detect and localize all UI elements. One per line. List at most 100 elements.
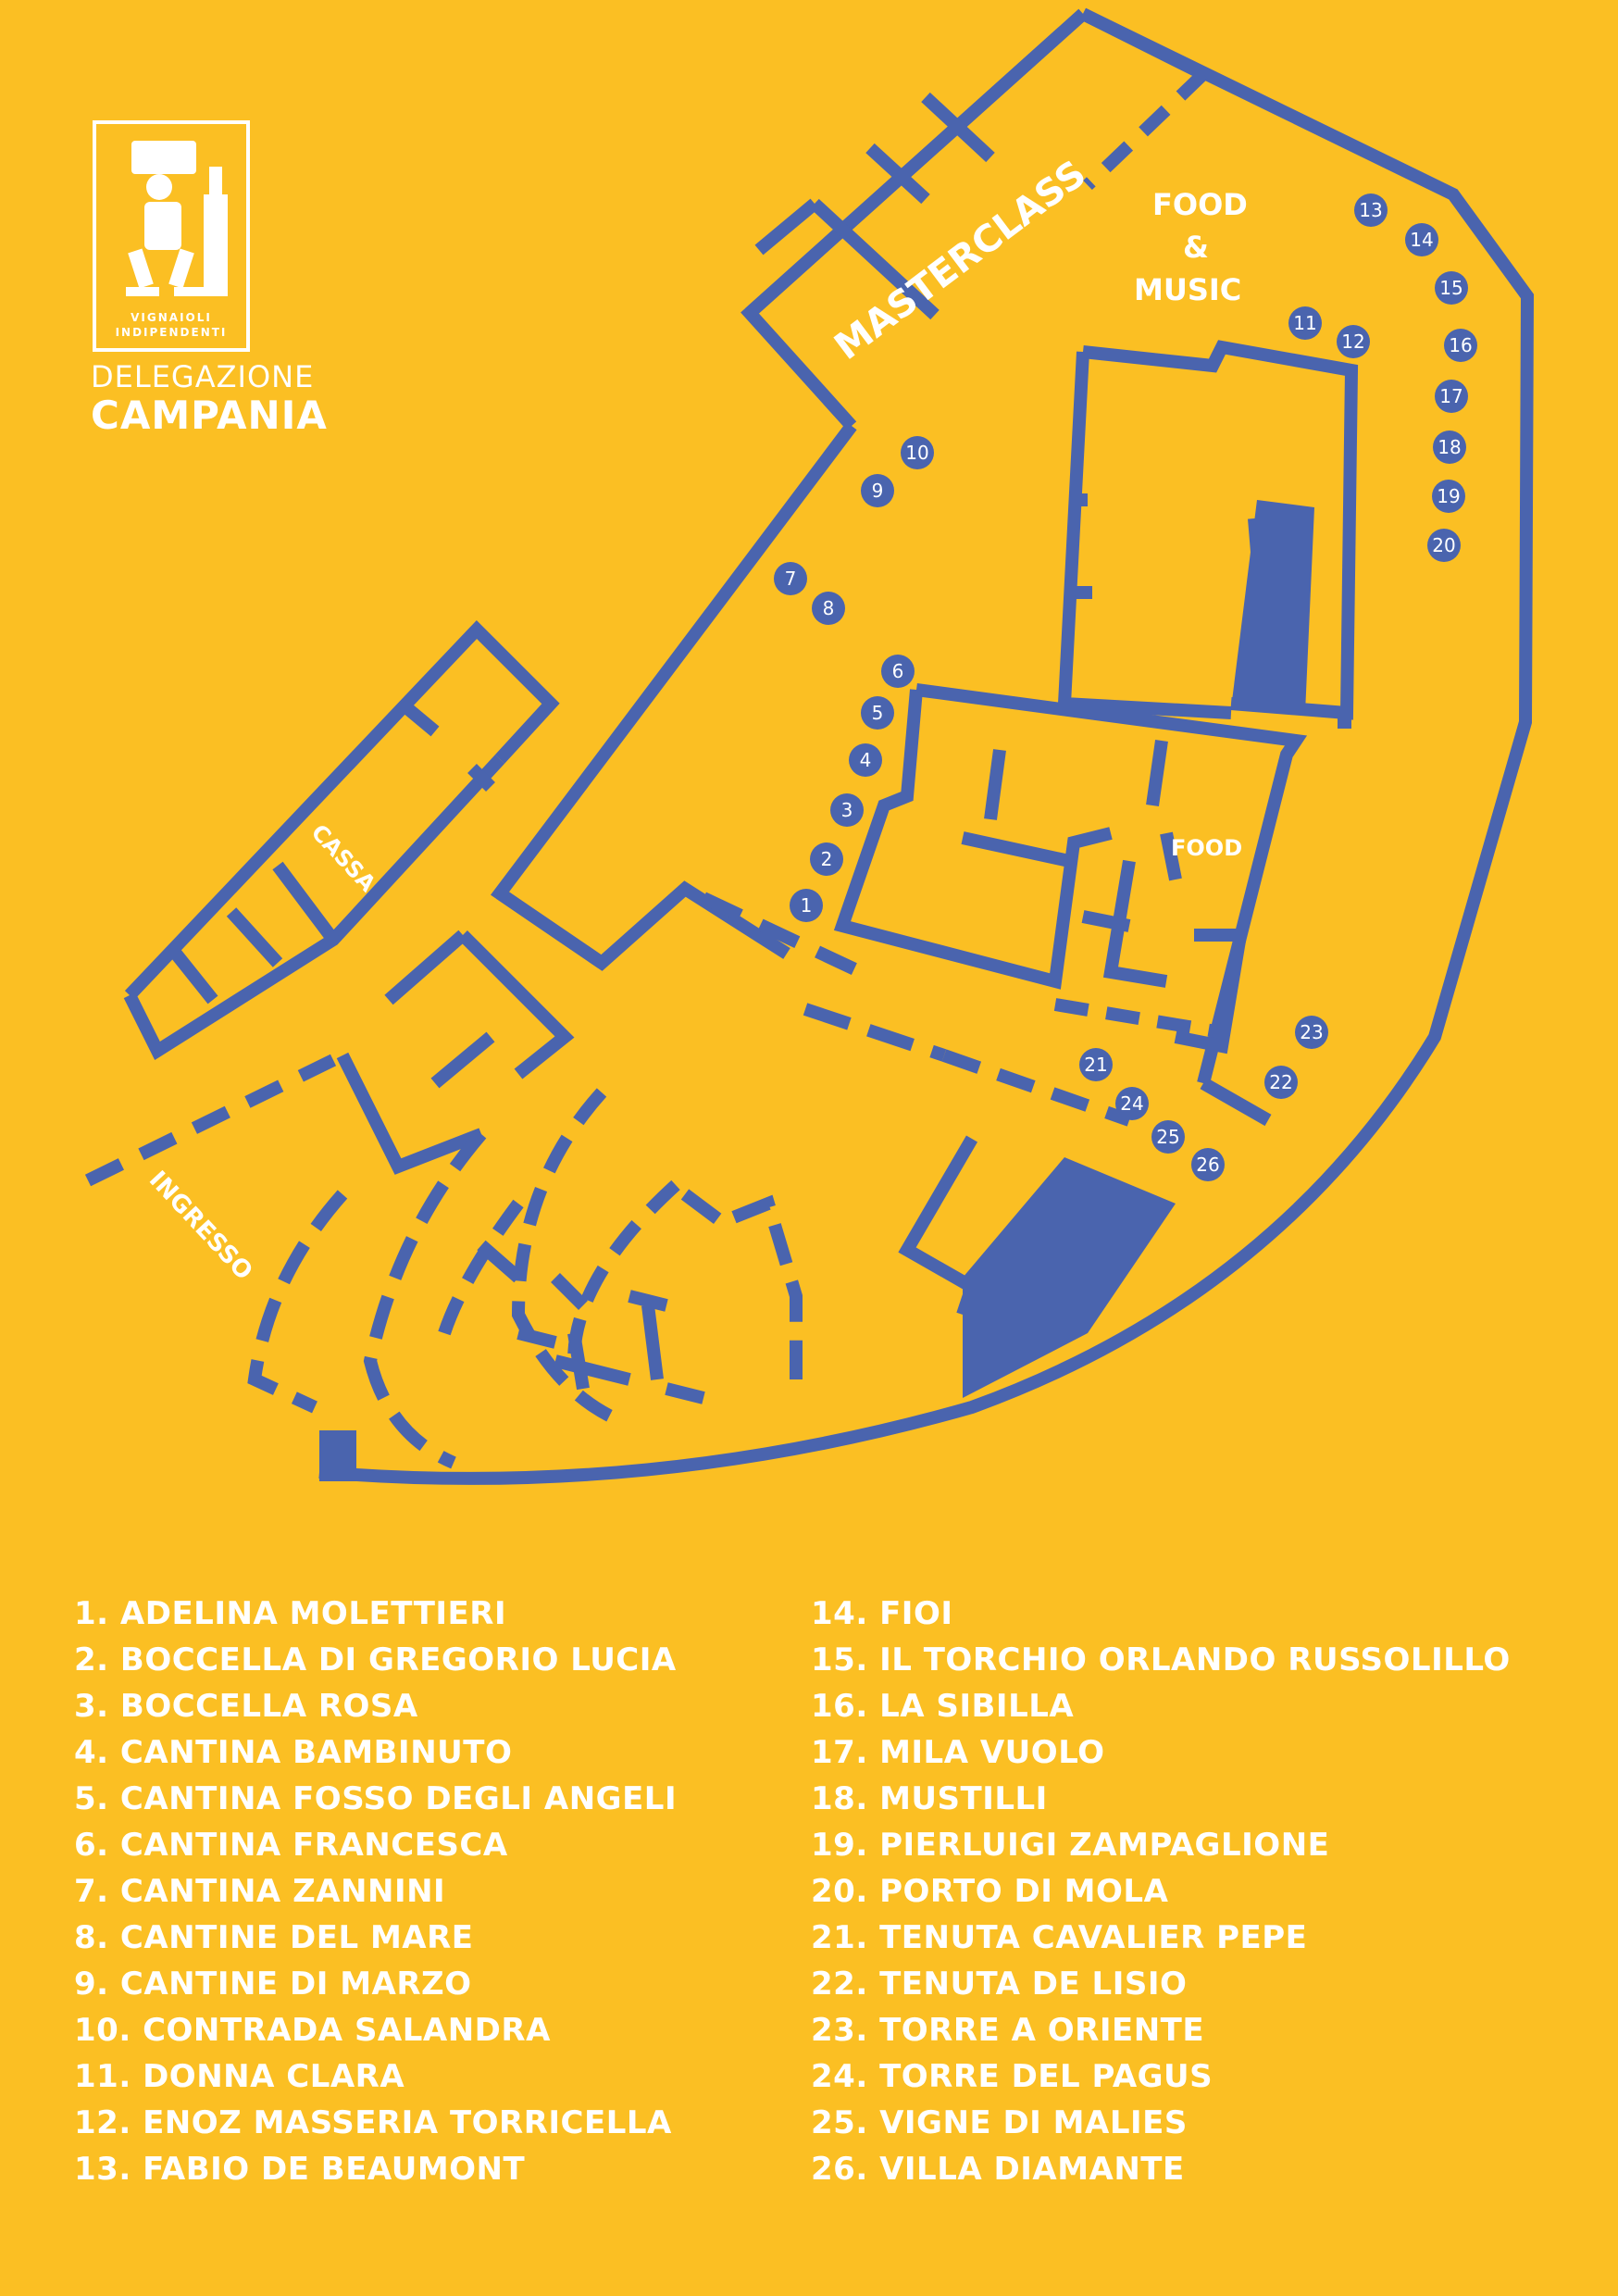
- exhibitor-list-item: 11. DONNA CLARA: [74, 2058, 405, 2095]
- logo-frame: [93, 120, 250, 352]
- pin-number: 26: [1196, 1154, 1219, 1176]
- pin-marker: [1295, 1016, 1328, 1049]
- pin-marker: [901, 436, 934, 469]
- exhibitor-pin[interactable]: 19: [1432, 480, 1465, 513]
- pin-marker: [1444, 329, 1477, 362]
- exhibitor-pin[interactable]: 3: [830, 793, 864, 827]
- pin-marker: [1405, 223, 1438, 256]
- exhibitor-list-item: 19. PIERLUIGI ZAMPAGLIONE: [811, 1827, 1330, 1864]
- exhibitor-pin[interactable]: 16: [1444, 329, 1477, 362]
- exhibitor-list-item: 13. FABIO DE BEAUMONT: [74, 2151, 526, 2188]
- exhibitor-pin[interactable]: 25: [1151, 1120, 1185, 1154]
- pin-number: 25: [1156, 1126, 1179, 1148]
- pin-number: 7: [785, 568, 797, 590]
- exhibitor-pin[interactable]: 20: [1427, 529, 1461, 562]
- exhibitor-pin[interactable]: 4: [849, 743, 882, 777]
- exhibitor-pin[interactable]: 21: [1079, 1048, 1113, 1081]
- exhibitor-list-item: 25. VIGNE DI MALIES: [811, 2104, 1188, 2141]
- exhibitor-pin[interactable]: 23: [1295, 1016, 1328, 1049]
- exhibitor-pin[interactable]: 17: [1435, 380, 1468, 413]
- pin-marker: [1427, 529, 1461, 562]
- pin-marker: [881, 655, 915, 688]
- pin-number: 1: [801, 894, 813, 917]
- pin-marker: [812, 592, 845, 625]
- exhibitor-pin[interactable]: 8: [812, 592, 845, 625]
- pin-number: 11: [1293, 312, 1316, 334]
- pin-number: 18: [1438, 436, 1461, 458]
- pin-number: 2: [821, 848, 833, 870]
- exhibitor-pin[interactable]: 15: [1435, 271, 1468, 305]
- exhibitor-list-item: 21. TENUTA CAVALIER PEPE: [811, 1919, 1308, 1956]
- pin-marker: [1337, 325, 1370, 358]
- exhibitor-pin[interactable]: 11: [1288, 306, 1322, 340]
- exhibitor-list-item: 5. CANTINA FOSSO DEGLI ANGELI: [74, 1780, 678, 1817]
- exhibitor-list-item: 20. PORTO DI MOLA: [811, 1873, 1169, 1910]
- exhibitor-list-item: 24. TORRE DEL PAGUS: [811, 2058, 1214, 2095]
- exhibitor-pin[interactable]: 1: [790, 889, 823, 922]
- winemaker-figure-icon: [126, 141, 228, 296]
- label-food: FOOD: [1171, 835, 1242, 861]
- pin-number: 22: [1269, 1071, 1292, 1093]
- pin-number: 24: [1120, 1092, 1143, 1115]
- exhibitor-list-item: 4. CANTINA BAMBINUTO: [74, 1734, 513, 1771]
- pin-marker: [1151, 1120, 1185, 1154]
- exhibitor-pin[interactable]: 6: [881, 655, 915, 688]
- exhibitor-pin[interactable]: 9: [861, 474, 894, 507]
- label-food-music-line3: MUSIC: [1134, 272, 1241, 307]
- exhibitor-pin[interactable]: 18: [1433, 430, 1466, 464]
- pin-marker: [1288, 306, 1322, 340]
- exhibitor-list-item: 12. ENOZ MASSERIA TORRICELLA: [74, 2104, 672, 2141]
- label-cassa: CASSA: [306, 819, 381, 897]
- pin-marker: [790, 889, 823, 922]
- exhibitor-pin[interactable]: 5: [861, 696, 894, 730]
- pin-number: 23: [1300, 1021, 1323, 1043]
- exhibitor-pin[interactable]: 7: [774, 562, 807, 595]
- exhibitor-pin[interactable]: 22: [1264, 1066, 1298, 1099]
- exhibitor-list-item: 17. MILA VUOLO: [811, 1734, 1105, 1771]
- exhibitor-list-item: 23. TORRE A ORIENTE: [811, 2012, 1205, 2049]
- exhibitor-pins: 1234567891011121314151617181920212223242…: [774, 193, 1477, 1181]
- exhibitor-list-item: 9. CANTINE DI MARZO: [74, 1965, 472, 2003]
- pin-marker: [1432, 480, 1465, 513]
- exhibitor-list-item: 3. BOCCELLA ROSA: [74, 1688, 418, 1725]
- map-walls: [84, 7, 1535, 1485]
- exhibitor-list-item: 15. IL TORCHIO ORLANDO RUSSOLILLO: [811, 1641, 1511, 1678]
- label-food-music-line2: &: [1183, 230, 1209, 265]
- pin-marker: [1433, 430, 1466, 464]
- map-solid-areas: [319, 500, 1314, 1481]
- pin-marker: [1115, 1087, 1149, 1120]
- exhibitor-pin[interactable]: 24: [1115, 1087, 1149, 1120]
- pin-marker: [810, 842, 843, 876]
- pin-marker: [1354, 193, 1388, 227]
- exhibitor-list-item: 26. VILLA DIAMANTE: [811, 2151, 1185, 2188]
- label-ingresso: INGRESSO: [143, 1166, 258, 1285]
- pin-number: 14: [1410, 229, 1433, 251]
- pin-number: 9: [872, 480, 884, 502]
- venue-map: MASTERCLASS FOOD & MUSIC FOOD CASSA INGR…: [84, 7, 1535, 1485]
- pin-number: 13: [1359, 199, 1382, 221]
- exhibitor-pin[interactable]: 14: [1405, 223, 1438, 256]
- exhibitor-list-item: 1. ADELINA MOLETTIERI: [74, 1595, 507, 1632]
- logo-text-vignaioli: VIGNAIOLI: [131, 311, 212, 324]
- exhibitor-list-item: 10. CONTRADA SALANDRA: [74, 2012, 551, 2049]
- pin-marker: [1191, 1148, 1225, 1181]
- exhibitor-pin[interactable]: 12: [1337, 325, 1370, 358]
- pin-number: 20: [1432, 534, 1455, 556]
- exhibitor-list-item: 18. MUSTILLI: [811, 1780, 1048, 1817]
- pin-marker: [1264, 1066, 1298, 1099]
- exhibitor-list-item: 16. LA SIBILLA: [811, 1688, 1075, 1725]
- pin-number: 4: [860, 749, 872, 771]
- pin-marker: [861, 696, 894, 730]
- exhibitor-pin[interactable]: 13: [1354, 193, 1388, 227]
- pin-number: 17: [1439, 385, 1462, 407]
- exhibitor-list-item: 8. CANTINE DEL MARE: [74, 1919, 474, 1956]
- pin-number: 5: [872, 702, 884, 724]
- exhibitor-pin[interactable]: 26: [1191, 1148, 1225, 1181]
- pin-marker: [1079, 1048, 1113, 1081]
- label-food-music-line1: FOOD: [1152, 187, 1248, 222]
- exhibitor-pin[interactable]: 10: [901, 436, 934, 469]
- exhibitor-pin[interactable]: 2: [810, 842, 843, 876]
- exhibitor-list-item: 2. BOCCELLA DI GREGORIO LUCIA: [74, 1641, 677, 1678]
- exhibitor-list-item: 7. CANTINA ZANNINI: [74, 1873, 446, 1910]
